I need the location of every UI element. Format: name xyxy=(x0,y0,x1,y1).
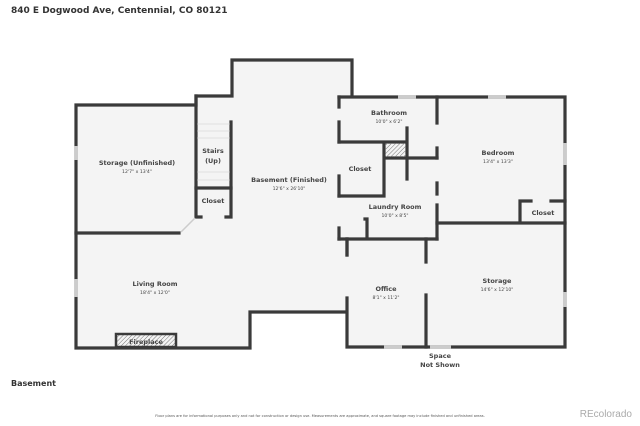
svg-text:(Up): (Up) xyxy=(205,157,221,165)
disclaimer: Floor plans are for informational purpos… xyxy=(155,414,485,418)
room-stairs: Stairs (Up) xyxy=(202,147,224,165)
svg-text:Stairs: Stairs xyxy=(202,147,224,155)
svg-text:12'7" x 13'4": 12'7" x 13'4" xyxy=(122,169,152,175)
svg-text:10'0" x 6'2": 10'0" x 6'2" xyxy=(375,119,402,125)
fireplace-label: Fireplace xyxy=(129,338,163,346)
svg-text:Bathroom: Bathroom xyxy=(371,109,407,117)
property-address: 840 E Dogwood Ave, Centennial, CO 80121 xyxy=(11,6,228,16)
room-office: Office 8'1" x 11'2" xyxy=(372,285,399,301)
svg-text:Space: Space xyxy=(429,352,452,360)
room-storage: Storage 14'6" x 12'10" xyxy=(481,277,514,293)
svg-text:Bedroom: Bedroom xyxy=(482,149,515,157)
room-laundry: Laundry Room 10'0" x 8'5" xyxy=(369,203,422,219)
svg-text:13'4" x 13'3": 13'4" x 13'3" xyxy=(483,159,513,165)
svg-text:Not Shown: Not Shown xyxy=(420,361,460,369)
room-bathroom: Bathroom 10'0" x 6'2" xyxy=(371,109,407,125)
svg-text:Office: Office xyxy=(375,285,397,293)
space-not-shown-note: Space Not Shown xyxy=(420,352,460,369)
svg-text:Storage: Storage xyxy=(483,277,512,285)
svg-text:18'4" x 12'0": 18'4" x 12'0" xyxy=(140,290,170,296)
level-label: Basement xyxy=(11,379,56,388)
room-bedroom: Bedroom 13'4" x 13'3" xyxy=(482,149,515,165)
svg-text:Living Room: Living Room xyxy=(132,280,177,288)
floor-area xyxy=(76,60,565,348)
windows xyxy=(74,95,567,349)
room-living-room: Living Room 18'4" x 12'0" xyxy=(132,280,177,296)
room-closet: Closet xyxy=(202,197,225,205)
svg-text:Storage (Unfinished): Storage (Unfinished) xyxy=(99,159,175,167)
brand-logo: REcolorado xyxy=(579,409,632,420)
door-swing xyxy=(180,217,196,233)
svg-text:Laundry Room: Laundry Room xyxy=(369,203,422,211)
stairs-treads xyxy=(197,123,230,181)
svg-text:8'1" x 11'2": 8'1" x 11'2" xyxy=(372,295,399,301)
svg-text:10'0" x 8'5": 10'0" x 8'5" xyxy=(381,213,408,219)
interior-walls xyxy=(74,94,567,349)
svg-text:14'6" x 12'10": 14'6" x 12'10" xyxy=(481,287,514,293)
room-storage-unfinished: Storage (Unfinished) 12'7" x 13'4" xyxy=(99,159,175,175)
svg-text:Basement (Finished): Basement (Finished) xyxy=(251,176,327,184)
room-basement-finished: Basement (Finished) 12'6" x 26'10" xyxy=(251,176,327,192)
utility-hatch xyxy=(385,143,406,157)
fireplace-icon xyxy=(114,332,178,349)
svg-text:12'6" x 26'10": 12'6" x 26'10" xyxy=(273,186,306,192)
room-closet: Closet xyxy=(532,209,555,217)
room-closet: Closet xyxy=(349,165,372,173)
